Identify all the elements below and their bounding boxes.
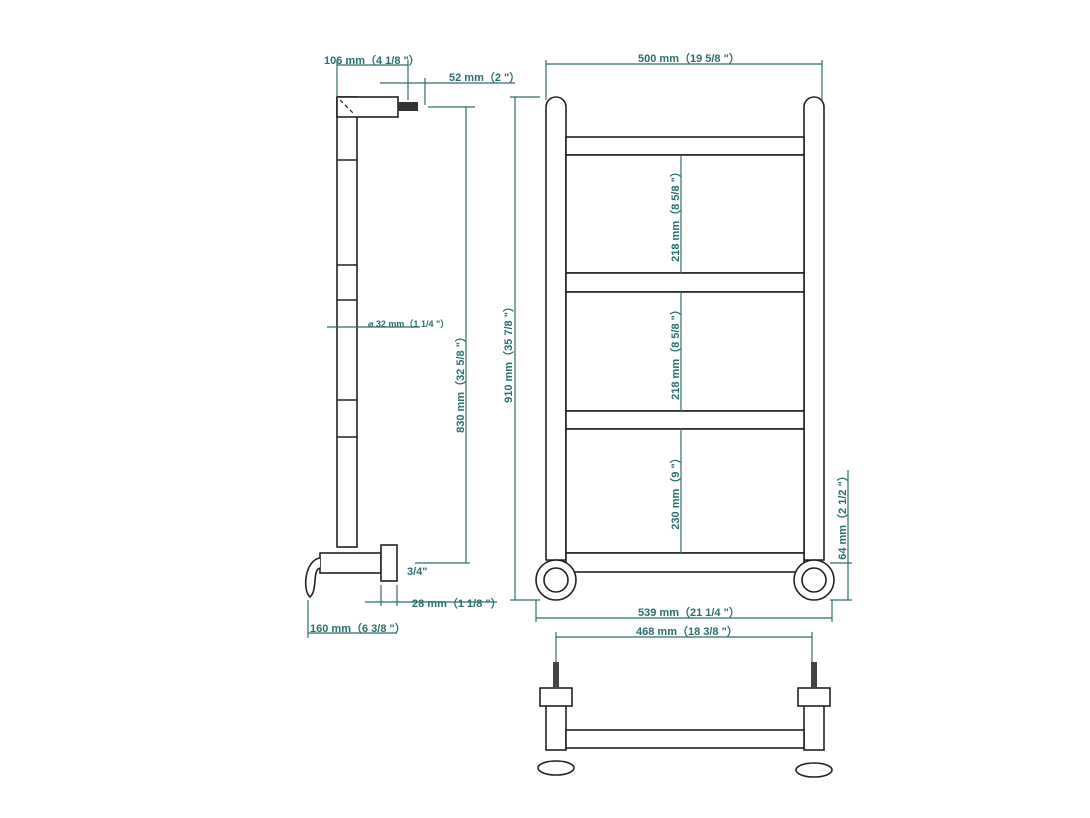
- front-view-dimensions: [510, 60, 852, 665]
- dim-cap: 28 mm（1 1/8 "）: [412, 597, 502, 610]
- dim-gap-3: 230 mm（9 "）: [669, 452, 682, 529]
- dim-front-width: 500 mm（19 5/8 "）: [638, 52, 740, 65]
- side-view: [304, 96, 418, 599]
- dim-overall-width: 539 mm（21 1/4 "）: [638, 606, 740, 619]
- dim-side-connector: 52 mm（2 "）: [449, 71, 520, 84]
- dim-thread: 3/4": [407, 566, 428, 578]
- dim-gap-1: 218 mm（8 5/8 "）: [669, 166, 682, 262]
- dim-side-top-width: 106 mm（4 1/8 "）: [324, 54, 420, 67]
- dim-tube-diameter: ⌀ 32 mm（1 1/4 "）: [368, 319, 449, 329]
- dim-bottom-offset: 64 mm（2 1/2 "）: [836, 470, 849, 560]
- top-view: [537, 662, 833, 778]
- dim-gap-2: 218 mm（8 5/8 "）: [669, 304, 682, 400]
- side-view-dimensions: [307, 60, 515, 638]
- dim-center-width: 468 mm（18 3/8 "）: [636, 625, 738, 638]
- dim-side-depth: 160 mm（6 3/8 "）: [310, 622, 406, 635]
- front-view: [535, 96, 835, 601]
- dim-side-height: 830 mm（32 5/8 "）: [454, 331, 467, 433]
- dim-front-height: 910 mm（35 7/8 "）: [502, 301, 515, 403]
